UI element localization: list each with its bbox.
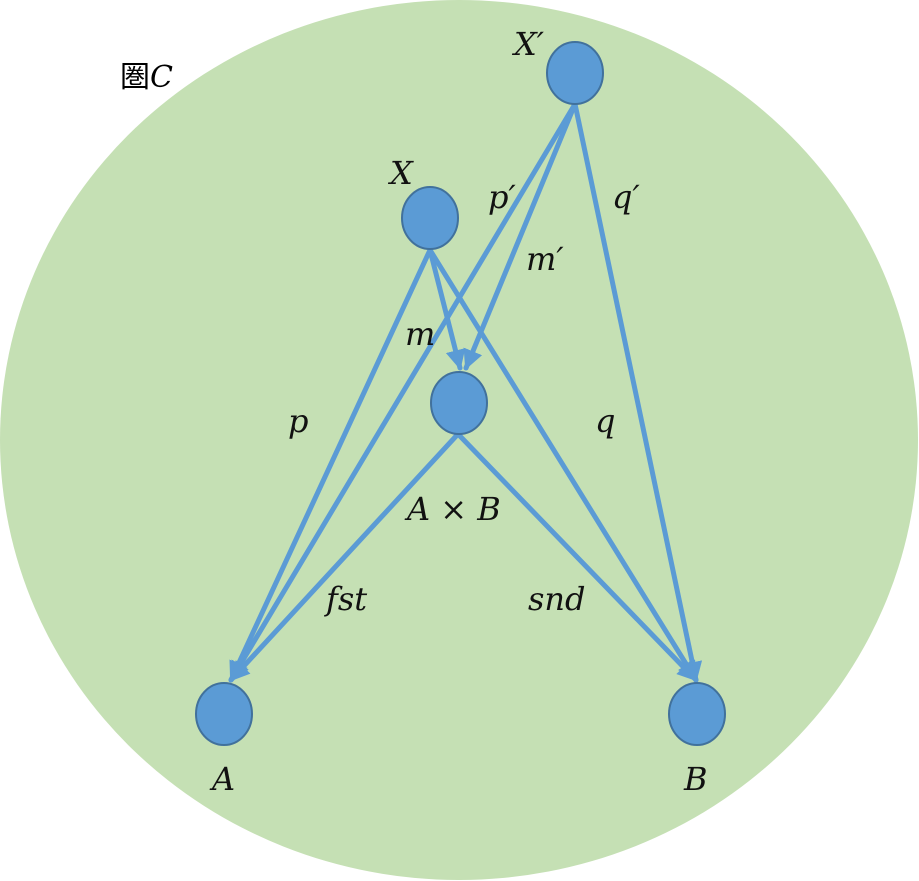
node-x [401,186,459,250]
object-nodes [195,41,726,746]
label-m-prime: m′ [526,240,564,278]
node-b [668,682,726,746]
label-product: A × B [404,490,501,528]
arrow-m [427,247,466,371]
node-a [195,682,253,746]
morphism-arrows [228,101,703,683]
label-fst: fst [324,580,367,618]
label-x-prime: X′ [511,25,545,63]
label-m: m [405,315,435,353]
label-q-prime: q′ [612,178,640,216]
label-p: p [288,402,308,440]
arrow-q-prime [572,101,703,683]
node-product [430,371,488,435]
category-prefix: 圏 [120,60,150,95]
label-a: A [209,760,235,798]
label-x: X [387,154,414,192]
arrow-snd [455,431,699,683]
label-b: B [683,760,708,798]
arrow-fst [228,431,461,683]
label-snd: snd [528,580,586,618]
arrow-p-prime [228,101,578,683]
arrow-p [228,247,433,683]
node-x-prime [546,41,604,105]
label-p-prime: p′ [488,178,516,216]
arrow-q [427,247,699,683]
arrow-m-prime [463,101,578,371]
label-q: q [595,402,615,440]
category-name: C [150,60,173,95]
category-title: 圏C [120,60,173,95]
